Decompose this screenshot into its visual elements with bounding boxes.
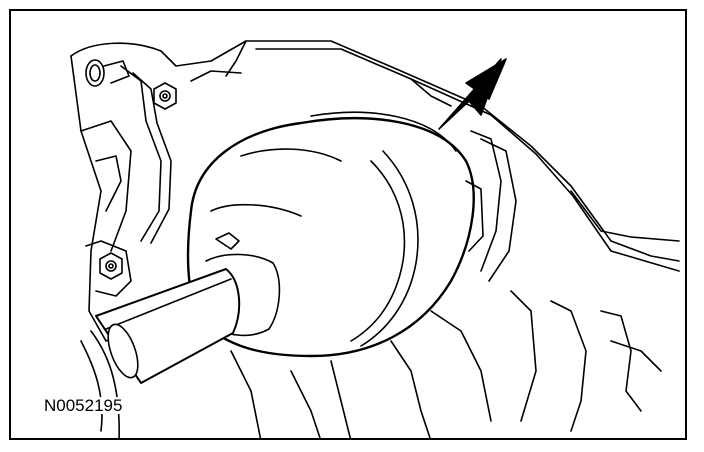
figure-frame: N0052195	[9, 9, 687, 440]
fitting-upper-left	[85, 59, 130, 87]
engine-housing	[70, 40, 680, 438]
bolt-lower	[85, 240, 132, 297]
technical-illustration	[70, 40, 680, 438]
bolt-upper	[153, 82, 177, 110]
tool-handle	[95, 232, 281, 384]
pointer-arrow-icon	[438, 58, 507, 130]
figure-id-label: N0052195	[42, 396, 125, 415]
